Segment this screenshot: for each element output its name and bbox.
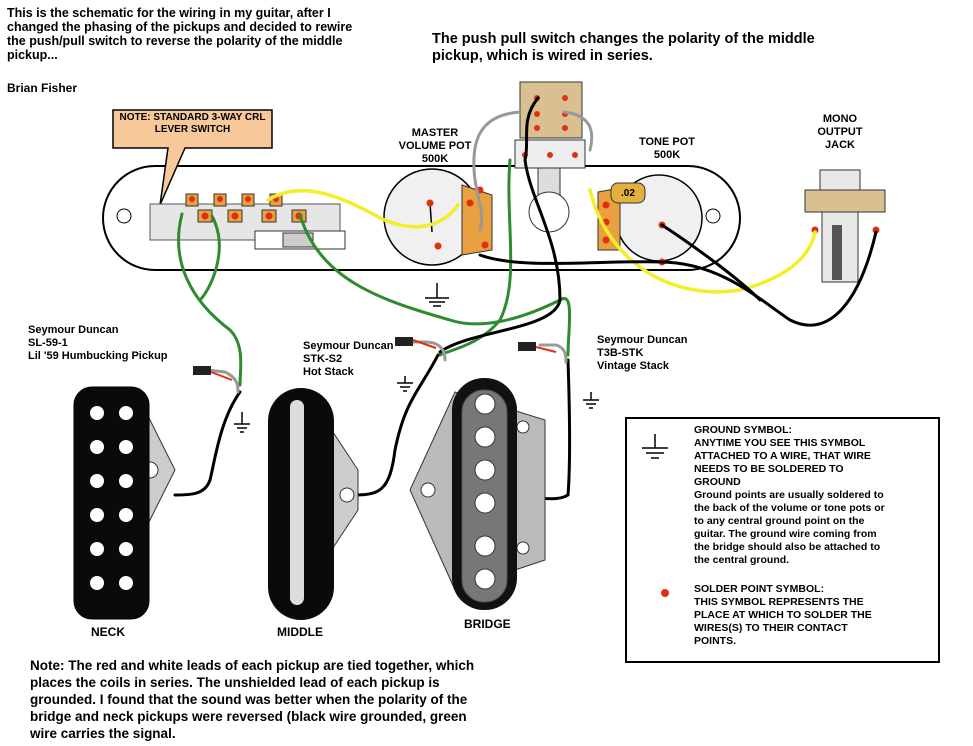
push-pull-note: The push pull switch changes the polarit… [432,31,815,64]
middle-pickup [268,388,359,620]
neck-pickup-desc: Seymour Duncan SL-59-1 Lil '59 Humbuckin… [28,324,168,362]
neck-label: NECK [91,625,126,639]
switch-callout [112,109,273,206]
callout-text: NOTE: STANDARD 3-WAY CRL LEVER SWITCH [119,112,266,135]
ground-symbols [234,283,599,433]
legend-box [625,417,940,663]
output-jack [804,169,886,283]
middle-label: MIDDLE [277,625,323,639]
tone-pot [597,174,703,266]
author-name: Brian Fisher [7,81,78,95]
legend-solder-text: SOLDER POINT SYMBOL: THIS SYMBOL REPRESE… [694,583,872,647]
legend-ground-text: GROUND SYMBOL: ANYTIME YOU SEE THIS SYMB… [694,424,885,566]
legend-solder-dot [661,589,669,597]
intro-text: This is the schematic for the wiring in … [7,6,353,62]
neck-pickup [73,386,176,620]
output-jack-label: MONO OUTPUT JACK [817,113,863,151]
capacitor-value: .02 [621,188,635,199]
master-volume-label: MASTER VOLUME POT 500K [398,127,472,165]
volume-pot [383,168,493,266]
plate-screw-right [705,208,721,224]
tone-capacitor [610,182,646,204]
footer-note: Note: The red and white leads of each pi… [30,658,475,741]
bridge-pickup [409,378,546,610]
pickup-lead-clamps [193,337,557,381]
plate-screw-left [116,208,132,224]
tone-pot-label: TONE POT 500K [638,136,696,161]
bridge-label: BRIDGE [464,617,511,631]
middle-pickup-desc: Seymour Duncan STK-S2 Hot Stack [303,340,394,378]
wires [173,96,878,501]
bridge-pickup-desc: Seymour Duncan T3B-STK Vintage Stack [597,334,688,372]
